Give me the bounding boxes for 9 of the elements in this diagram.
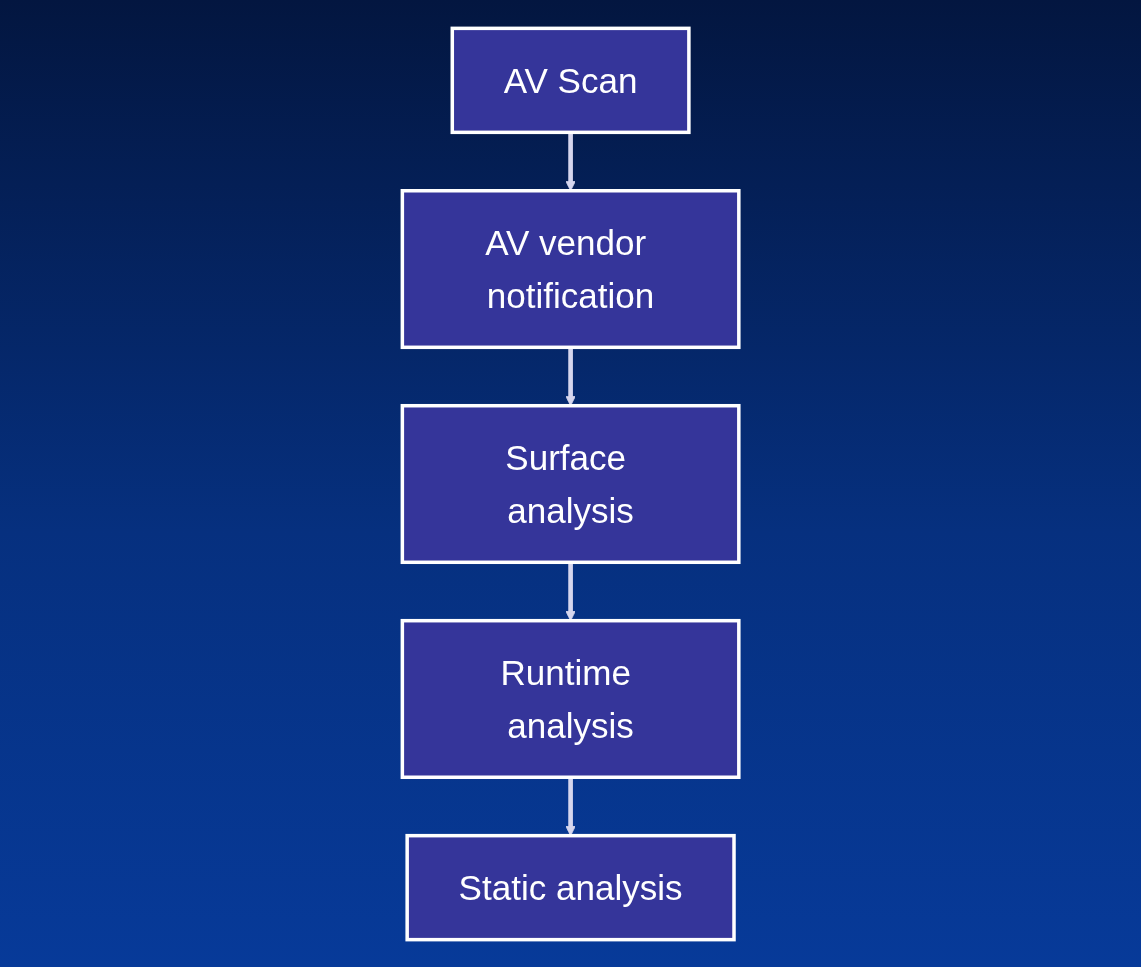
arrow [565, 131, 576, 191]
arrow [565, 561, 576, 621]
node-box: Static analysis [405, 833, 736, 941]
node-box: Runtime analysis [400, 618, 741, 779]
node-box: Surface analysis [400, 403, 741, 564]
node-box: AV Scan [450, 26, 691, 134]
node-box: AV vendor notification [400, 188, 741, 349]
arrow [565, 776, 576, 836]
arrow [565, 346, 576, 406]
